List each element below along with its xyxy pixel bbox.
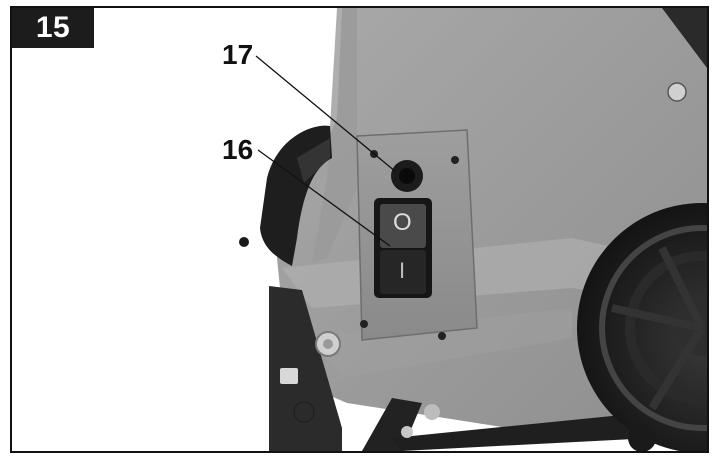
switch-on-symbol: I — [399, 258, 406, 283]
callout-16: 16 — [222, 134, 254, 165]
figure-number-tag: 15 — [12, 8, 94, 48]
switch-off-symbol: O — [393, 209, 412, 236]
callout-17: 17 — [222, 39, 254, 70]
housing-corner — [662, 8, 707, 68]
leg-left — [269, 286, 342, 451]
figure-frame: O I 17 16 15 — [10, 6, 709, 453]
machine-photo — [12, 8, 707, 451]
leg-clip — [280, 368, 298, 384]
